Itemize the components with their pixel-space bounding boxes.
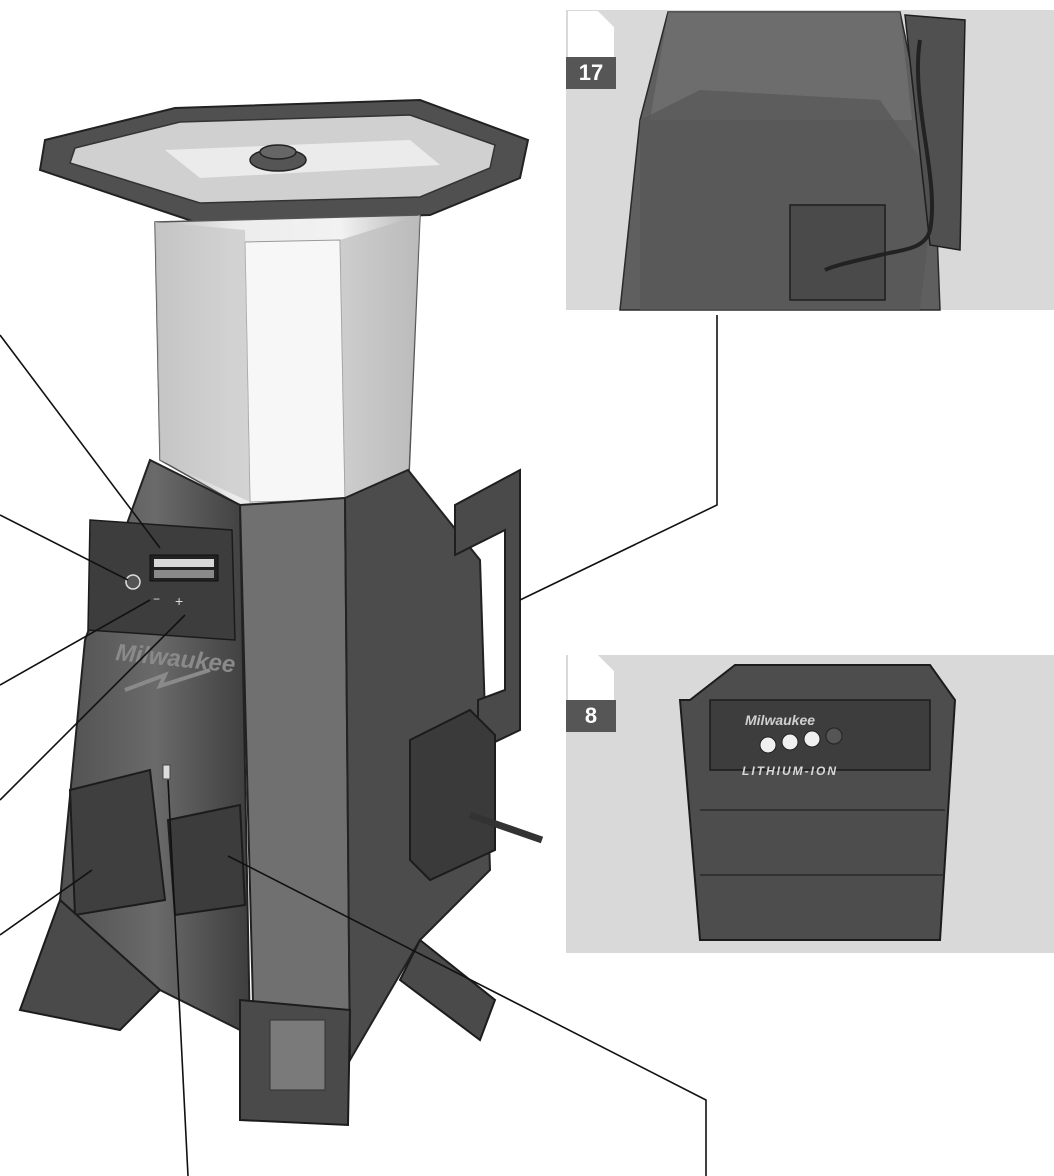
detail-power-cord xyxy=(619,11,966,311)
plus-button-icon[interactable]: + xyxy=(175,593,183,609)
battery-door-left xyxy=(68,768,167,917)
side-carry-handle xyxy=(454,468,521,752)
main-body: − + Milwaukee xyxy=(18,458,544,1127)
power-inlet xyxy=(789,204,886,301)
light-head-lens xyxy=(154,214,421,506)
figure-number-badge: 17 xyxy=(566,57,616,89)
battery-door-right xyxy=(166,803,247,917)
power-cord-icon xyxy=(824,39,935,272)
top-handle-frame xyxy=(38,98,530,224)
tripod-mount xyxy=(409,708,496,882)
battery-chemistry-label: LITHIUM-ION xyxy=(742,764,838,778)
battery-fuel-gauge-icon xyxy=(759,727,843,754)
lightning-bolt-icon xyxy=(124,668,211,692)
battery-brand-label: Milwaukee xyxy=(745,712,815,728)
figure-number-badge: 8 xyxy=(566,700,616,732)
charge-indicator xyxy=(162,764,171,780)
detail-battery: Milwaukee LITHIUM-ION xyxy=(678,664,957,941)
leader-lines xyxy=(0,315,718,1176)
minus-button-icon[interactable]: − xyxy=(153,592,160,606)
power-button-icon[interactable] xyxy=(125,574,141,590)
